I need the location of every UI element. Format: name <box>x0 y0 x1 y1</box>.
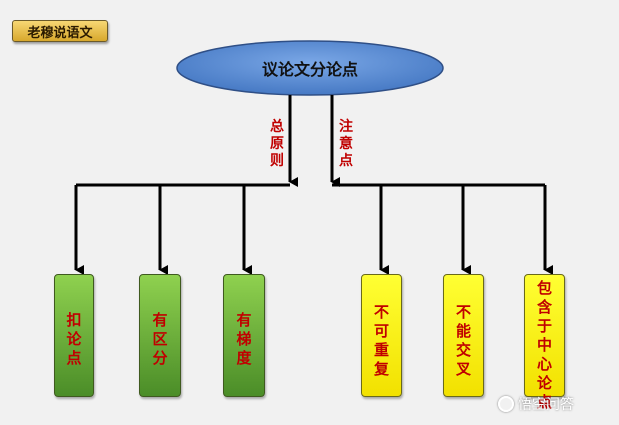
principle-box-2: 有区分 <box>139 274 181 397</box>
principle-text-1: 扣论点 <box>66 311 82 367</box>
note-text-3: 包含于中心论点 <box>536 279 552 411</box>
note-box-1: 不可重复 <box>361 274 402 397</box>
note-box-3: 包含于中心论点 <box>524 274 565 411</box>
watermark: 悟空问答 <box>498 394 574 414</box>
root-ellipse <box>176 40 444 96</box>
wukong-logo-icon <box>498 396 514 412</box>
root-label: 议论文分论点 <box>261 60 358 79</box>
author-badge: 老穆说语文 <box>12 20 108 42</box>
branch-label-principle: 总原则 <box>270 119 284 169</box>
note-text-1: 不可重复 <box>373 303 389 378</box>
principle-box-3: 有梯度 <box>223 274 265 397</box>
principle-text-2: 有区分 <box>152 311 168 367</box>
principle-box-1: 扣论点 <box>54 274 94 397</box>
note-box-2: 不能交叉 <box>443 274 484 397</box>
note-text-2: 不能交叉 <box>455 303 471 378</box>
principle-text-3: 有梯度 <box>236 311 252 367</box>
branch-label-notes: 注意点 <box>339 119 353 169</box>
watermark-text: 悟空问答 <box>518 397 574 413</box>
